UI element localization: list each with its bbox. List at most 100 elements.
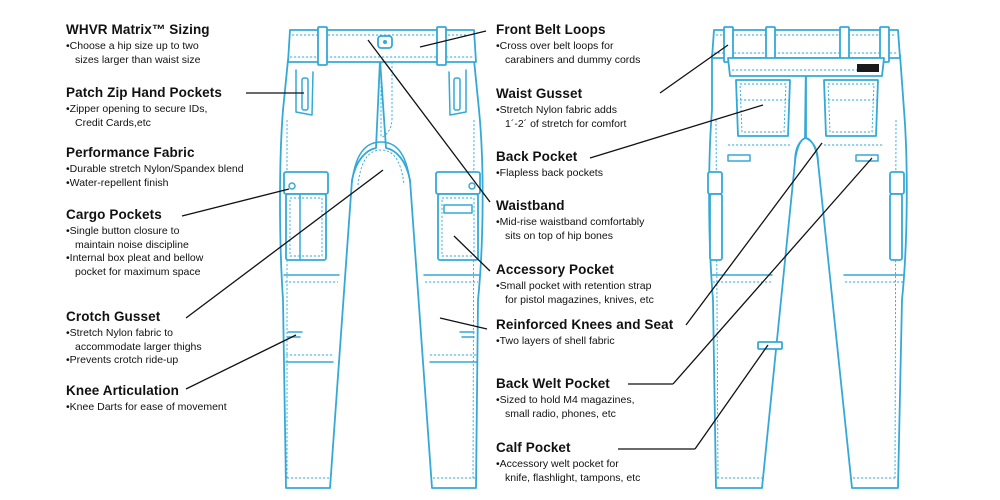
front-right-leg <box>379 59 484 489</box>
feature-back-pocket: Back Pocket •Flapless back pockets <box>496 149 603 181</box>
bullet-line: carabiners and dummy cords <box>505 53 641 66</box>
feature-waistband: Waistband •Mid-rise waistband comfortably… <box>496 198 644 243</box>
bullet-line: •Single button closure to <box>66 225 180 237</box>
feature-title: Calf Pocket <box>496 440 571 455</box>
feature-title: Patch Zip Hand Pockets <box>66 85 222 100</box>
leader-knee <box>185 334 297 390</box>
feature-bullets: •Sized to hold M4 magazines,small radio,… <box>496 394 635 421</box>
front-belt-loop-right <box>436 26 447 66</box>
bullet-line: maintain noise discipline <box>75 238 189 251</box>
feature-title: Back Pocket <box>496 149 578 164</box>
feature-patch-zip: Patch Zip Hand Pockets •Zipper opening to… <box>66 85 222 130</box>
feature-title: Crotch Gusset <box>66 309 161 324</box>
feature-title: WHVR Matrix™ Sizing <box>66 22 210 37</box>
back-waist-gusset <box>727 57 885 77</box>
feature-bullets: •Knee Darts for ease of movement <box>66 401 227 415</box>
feature-reinforced-knees: Reinforced Knees and Seat •Two layers of … <box>496 317 673 349</box>
bullet-line: small radio, phones, etc <box>505 407 616 420</box>
feature-title: Back Welt Pocket <box>496 376 610 391</box>
bullet-line: sits on top of hip bones <box>505 229 613 242</box>
feature-bullet: •Prevents crotch ride-up <box>66 354 202 368</box>
back-pants-view <box>707 26 908 489</box>
bullet-line: •Water-repellent finish <box>66 176 169 189</box>
bullet-line: 1´-2´ of stretch for comfort <box>505 117 627 130</box>
leader-accessory <box>453 235 491 272</box>
bullet-line: •Knee Darts for ease of movement <box>66 401 227 413</box>
feature-title: Knee Articulation <box>66 383 179 398</box>
feature-bullet: •Durable stretch Nylon/Spandex blend <box>66 163 244 177</box>
leader-lines <box>181 30 873 450</box>
feature-performance-fabric: Performance Fabric•Durable stretch Nylon… <box>66 145 244 190</box>
back-pocket-left <box>735 79 791 137</box>
bullet-line: •Durable stretch Nylon/Spandex blend <box>66 163 244 175</box>
leader-crotch <box>185 169 384 319</box>
bullet-line: pocket for maximum space <box>75 265 201 278</box>
feature-bullets: •Zipper opening to secure IDs,Credit Car… <box>66 103 222 130</box>
bullet-line: •Flapless back pockets <box>496 167 603 179</box>
back-waistband <box>711 29 901 59</box>
feature-title: Waist Gusset <box>496 86 583 101</box>
accessory-pocket <box>443 204 473 214</box>
bullet-line: •Stretch Nylon fabric adds <box>496 104 617 116</box>
hand-zip-left <box>301 77 309 111</box>
feature-bullet: •Two layers of shell fabric <box>496 335 673 349</box>
feature-title: Reinforced Knees and Seat <box>496 317 674 332</box>
front-pants-view <box>279 26 484 489</box>
bullet-line: •Prevents crotch ride-up <box>66 354 179 366</box>
bullet-line: for pistol magazines, knives, etc <box>505 293 654 306</box>
back-pocket-right <box>823 79 879 137</box>
feature-title: Front Belt Loops <box>496 22 606 37</box>
bullet-line: knife, flashlight, tampons, etc <box>505 471 641 484</box>
hand-zip-right <box>453 77 461 111</box>
feature-bullet: •Knee Darts for ease of movement <box>66 401 227 415</box>
bullet-line: •Internal box pleat and bellow <box>66 252 204 264</box>
bullet-line: •Accessory welt pocket for <box>496 458 619 470</box>
bullet-line: •Stretch Nylon fabric to <box>66 327 173 339</box>
feature-whvr-sizing: WHVR Matrix™ Sizing •Choose a hip size up… <box>66 22 210 67</box>
calf-welt-pocket <box>757 341 783 350</box>
feature-title: Waistband <box>496 198 565 213</box>
bullet-line: •Zipper opening to secure IDs, <box>66 103 208 115</box>
feature-title: Accessory Pocket <box>496 262 614 277</box>
bullet-line: •Sized to hold M4 magazines, <box>496 394 635 406</box>
feature-title: Cargo Pockets <box>66 207 162 222</box>
feature-accessory-pocket: Accessory Pocket •Small pocket with reten… <box>496 262 654 307</box>
feature-bullets: •Flapless back pockets <box>496 167 603 181</box>
leader-waistband <box>367 39 491 203</box>
feature-front-belt-loops: Front Belt Loops •Cross over belt loops f… <box>496 22 640 67</box>
feature-bullet: •Zipper opening to secure IDs,Credit Car… <box>66 103 222 130</box>
leader-back-pocket <box>589 104 764 159</box>
feature-back-welt-pocket: Back Welt Pocket •Sized to hold M4 magazi… <box>496 376 635 421</box>
bullet-line: Credit Cards,etc <box>75 116 151 129</box>
bullet-line: accommodate larger thighs <box>75 340 202 353</box>
bullet-line: •Cross over belt loops for <box>496 40 614 52</box>
feature-bullet: •Water-repellent finish <box>66 177 244 191</box>
feature-bullet: •Sized to hold M4 magazines,small radio,… <box>496 394 635 421</box>
bullet-line: •Choose a hip size up to two <box>66 40 199 52</box>
front-left-leg <box>279 59 381 489</box>
leader-cargo <box>181 188 290 217</box>
feature-bullets: •Durable stretch Nylon/Spandex blend•Wat… <box>66 163 244 190</box>
leader-front-belt <box>419 30 487 48</box>
leader-calf <box>694 344 769 450</box>
front-belt-loop-left <box>317 26 328 66</box>
feature-knee-articulation: Knee Articulation •Knee Darts for ease of… <box>66 383 227 415</box>
bullet-line: sizes larger than waist size <box>75 53 201 66</box>
leader-reinforced-seat <box>685 142 823 326</box>
